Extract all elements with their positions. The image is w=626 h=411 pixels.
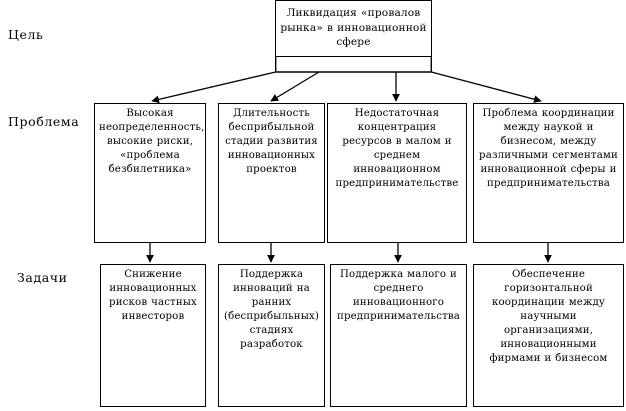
problem-node-1: Высокая неопределенность, высокие риски,…: [94, 103, 206, 243]
problem-node-4-text: Проблема координации между наукой и бизн…: [479, 108, 618, 190]
connector-goal-to-problem-2: [270, 71, 320, 102]
problem-node-1-text: Высокая неопределенность, высокие риски,…: [99, 108, 205, 176]
connector-goal-to-problem-1: [151, 71, 276, 104]
task-node-2: Поддержка инноваций на ранних (бесприбыл…: [218, 264, 325, 407]
problem-node-2-text: Длительность бесприбыльной стадии развит…: [225, 108, 318, 176]
row-label-goal: Цель: [8, 27, 44, 42]
task-node-4-text: Обеспечение горизонтальной координации м…: [489, 269, 608, 365]
problem-node-2: Длительность бесприбыльной стадии развит…: [218, 103, 325, 243]
problem-node-4: Проблема координации между наукой и бизн…: [473, 103, 624, 243]
task-node-1: Снижение инновационных рисков частных ин…: [100, 264, 206, 407]
problem-node-3-text: Недостаточная концентрация ресурсов в ма…: [335, 108, 459, 190]
row-label-problem: Проблема: [8, 114, 80, 129]
task-node-3: Поддержка малого и среднего инновационно…: [330, 264, 467, 407]
task-node-2-text: Поддержка инноваций на ранних (бесприбыл…: [223, 269, 320, 351]
task-node-1-text: Снижение инновационных рисков частных ин…: [109, 269, 197, 323]
problem-node-3: Недостаточная концентрация ресурсов в ма…: [327, 103, 467, 243]
connector-goal-to-problem-4: [431, 71, 542, 103]
row-label-task: Задачи: [17, 270, 68, 285]
task-node-3-text: Поддержка малого и среднего инновационно…: [337, 269, 460, 323]
goal-node: Ликвидация «провалов рынка» в инновацион…: [275, 0, 432, 57]
task-node-4: Обеспечение горизонтальной координации м…: [473, 264, 624, 407]
goal-node-text: Ликвидация «провалов рынка» в инновацион…: [280, 7, 427, 49]
